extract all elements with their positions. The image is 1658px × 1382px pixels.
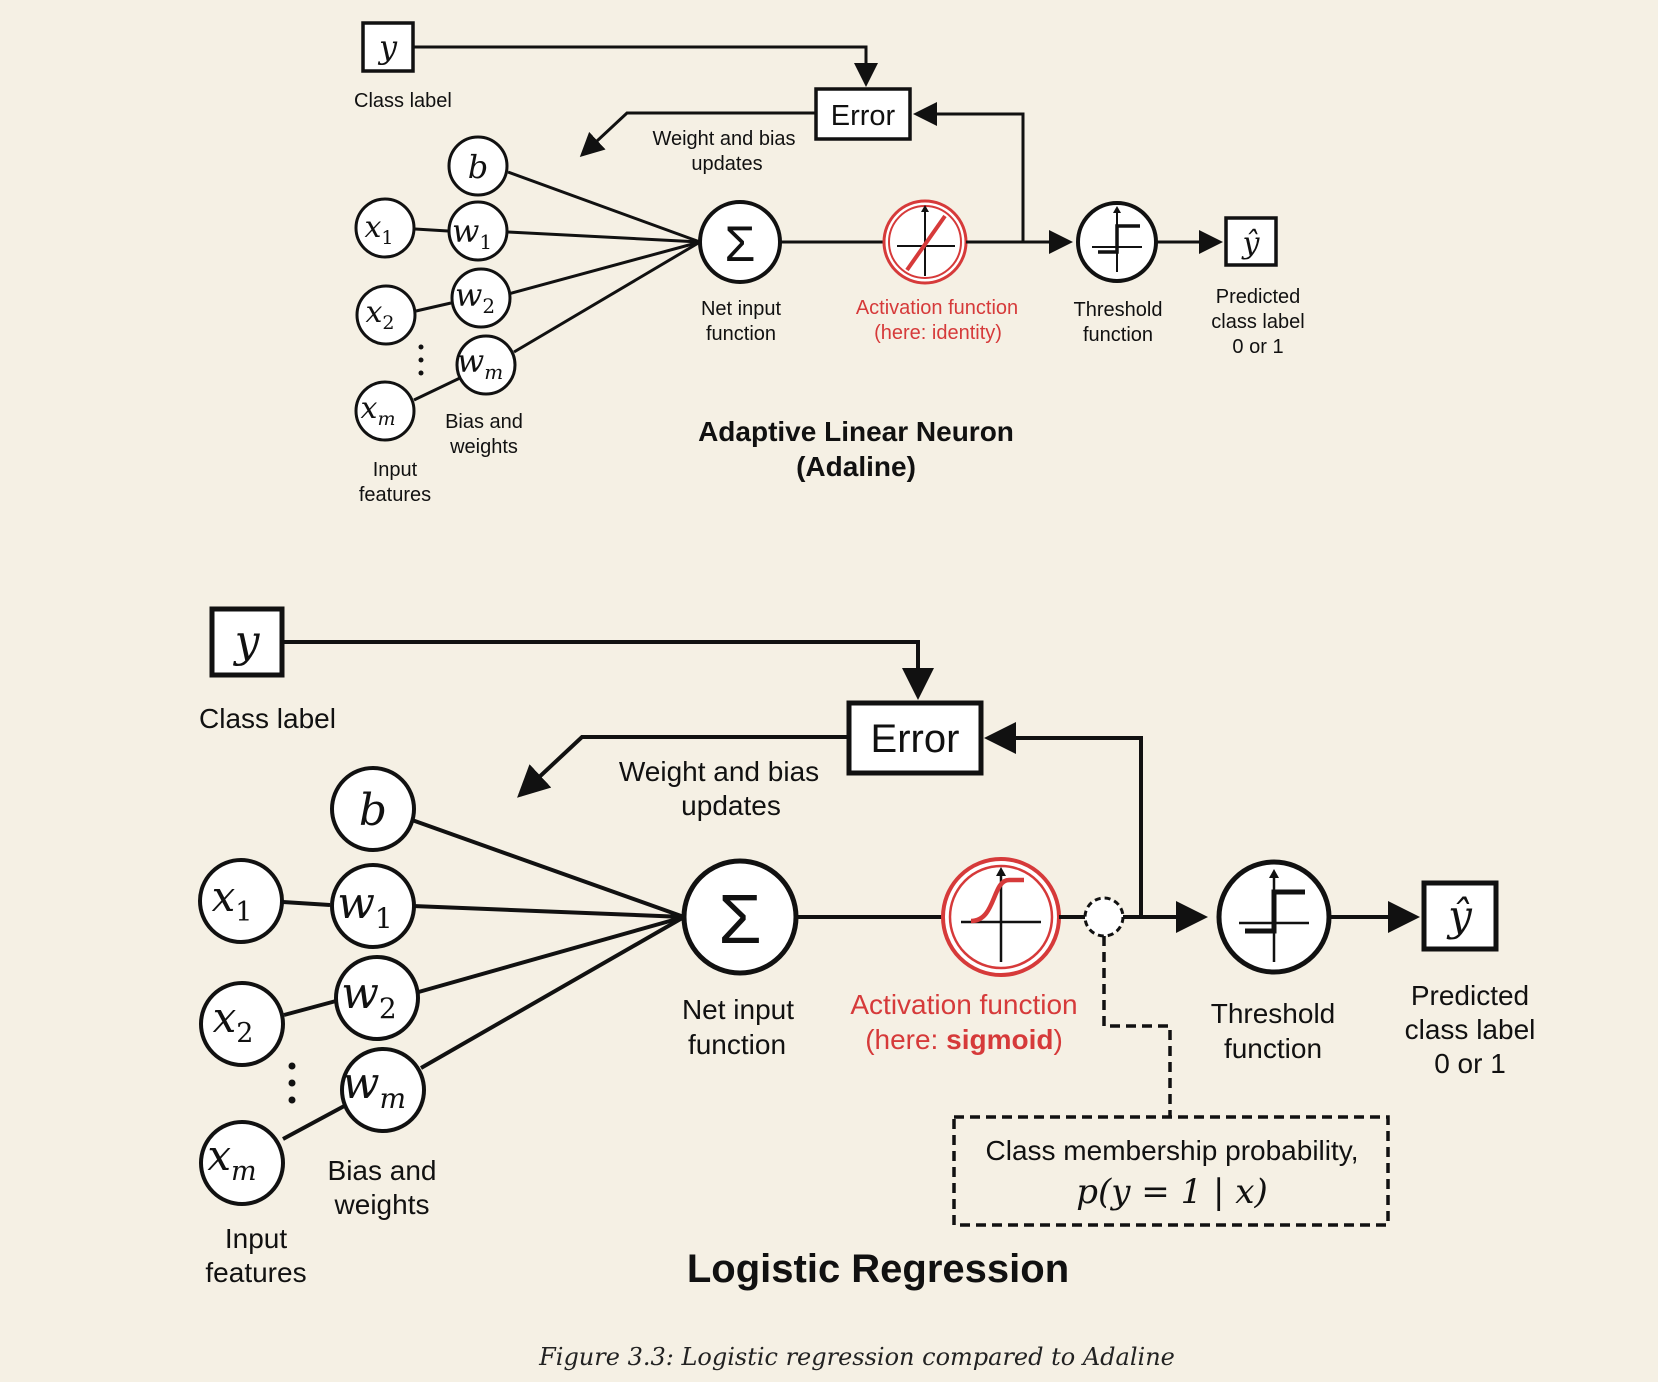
adaline-predicted-line3: 0 or 1 (1232, 336, 1283, 358)
adaline-title-line2: (Adaline) (796, 451, 916, 482)
adaline-net-input-line2: function (706, 323, 776, 345)
logistic-predicted-line1: Predicted (1411, 980, 1529, 1011)
logistic-diagram: y Class label Error Weight and bias upda… (198, 606, 1536, 1291)
adaline-xm-symbol: xm (361, 391, 396, 430)
logistic-updates-line1: Weight and bias (619, 756, 819, 787)
adaline-net-input-line1: Net input (701, 298, 781, 320)
logistic-net-input-line1: Net input (682, 994, 794, 1025)
adaline-x2-node (355, 284, 417, 346)
adaline-output-symbol: ŷ (1241, 226, 1261, 261)
adaline-input-line2: features (359, 484, 431, 506)
logistic-wm-node (340, 1047, 426, 1133)
adaline-weight-lines (413, 170, 701, 402)
adaline-bias-weights-line1: Bias and (445, 411, 523, 433)
adaline-feedback-arrow (913, 102, 1025, 242)
adaline-xm-node (354, 380, 416, 442)
adaline-w1-symbol: w1 (452, 212, 492, 254)
adaline-activation-line1: Activation function (856, 297, 1018, 319)
logistic-bias-symbol: b (359, 785, 387, 836)
logistic-x2-symbol: x2 (213, 993, 254, 1049)
logistic-class-label-symbol: y (233, 616, 261, 667)
adaline-title-line1: Adaptive Linear Neuron (698, 416, 1014, 447)
logistic-threshold-line1: Threshold (1211, 998, 1336, 1029)
adaline-input-line1: Input (373, 459, 418, 481)
adaline-bias-node (447, 135, 509, 197)
adaline-error-label: Error (831, 100, 896, 132)
adaline-class-label: Class label (354, 90, 452, 112)
adaline-predicted-line1: Predicted (1216, 286, 1301, 308)
logistic-probability-box (952, 1115, 1390, 1227)
logistic-output-box (1421, 880, 1499, 952)
logistic-error-box (846, 700, 984, 776)
logistic-w1-node (330, 863, 416, 949)
logistic-w2-node (334, 955, 420, 1041)
logistic-bias-weights-line2: weights (334, 1189, 430, 1220)
logistic-label-to-error-arrow (282, 640, 934, 700)
adaline-activation-line2: (here: identity) (874, 322, 1002, 344)
adaline-threshold-line1: Threshold (1074, 299, 1163, 321)
adaline-threshold-icon (1076, 201, 1158, 283)
logistic-updates-line2: updates (681, 790, 781, 821)
logistic-probability-formula: p(y = 1 | x) (1076, 1172, 1267, 1212)
logistic-xm-symbol: xm (207, 1131, 256, 1187)
logistic-probability-line1: Class membership probability, (986, 1135, 1359, 1166)
adaline-class-label-symbol: y (377, 28, 398, 66)
logistic-xm-node (199, 1120, 285, 1206)
adaline-wm-node (455, 334, 517, 396)
logistic-sum-symbol: Σ (718, 880, 761, 958)
logistic-input-line1: Input (225, 1223, 287, 1254)
adaline-activation-identity-icon (882, 199, 968, 285)
logistic-bias-node (330, 766, 416, 852)
adaline-updates-line2: updates (691, 153, 762, 175)
adaline-wm-symbol: wm (457, 342, 503, 384)
adaline-class-label-box (361, 21, 415, 73)
logistic-predicted-line3: 0 or 1 (1434, 1048, 1506, 1079)
logistic-update-arrow (517, 735, 849, 798)
adaline-diagram: y Class label Error Weight and bias upda… (354, 21, 1305, 506)
logistic-title: Logistic Regression (687, 1247, 1069, 1291)
logistic-w1-symbol: w1 (337, 878, 393, 935)
logistic-x1-node (198, 858, 284, 944)
logistic-feedback-arrow (984, 722, 1143, 917)
logistic-ellipsis-icon (288, 1062, 296, 1104)
adaline-output-box (1224, 216, 1278, 267)
adaline-w1-node (447, 200, 509, 262)
adaline-bias-weights-line2: weights (449, 436, 518, 458)
logistic-wm-symbol: wm (342, 1058, 406, 1115)
logistic-bias-weights-line1: Bias and (328, 1155, 437, 1186)
logistic-output-symbol: ŷ (1446, 891, 1473, 940)
adaline-update-arrow (579, 111, 816, 158)
logistic-activation-line2: (here: sigmoid) (865, 1024, 1063, 1055)
logistic-weight-lines (282, 818, 685, 1141)
logistic-threshold-line2: function (1224, 1033, 1322, 1064)
adaline-threshold-line2: function (1083, 324, 1153, 346)
adaline-sum-symbol: Σ (725, 216, 756, 272)
adaline-x2-symbol: x2 (365, 295, 394, 334)
adaline-predicted-line2: class label (1211, 311, 1304, 333)
logistic-probability-node (1083, 896, 1125, 938)
figure-caption: Figure 3.3: Logistic regression compared… (538, 1343, 1175, 1371)
logistic-net-input-line2: function (688, 1029, 786, 1060)
adaline-x1-node (354, 197, 416, 259)
adaline-error-box (814, 87, 912, 141)
logistic-input-line2: features (205, 1257, 306, 1288)
adaline-updates-line1: Weight and bias (652, 128, 795, 150)
logistic-predicted-line2: class label (1405, 1014, 1536, 1045)
logistic-activation-line1: Activation function (850, 989, 1077, 1020)
adaline-bias-symbol: b (468, 148, 488, 186)
logistic-activation-sigmoid-icon (941, 857, 1061, 977)
logistic-probability-connector (1102, 936, 1172, 1116)
logistic-error-label: Error (871, 717, 960, 761)
logistic-x1-symbol: x1 (212, 872, 253, 928)
adaline-x1-symbol: x1 (364, 210, 393, 249)
logistic-class-label: Class label (199, 703, 336, 734)
adaline-label-to-error-arrow (413, 45, 878, 87)
logistic-w2-symbol: w2 (341, 968, 397, 1025)
adaline-w2-symbol: w2 (455, 276, 495, 318)
logistic-x2-node (199, 981, 285, 1067)
adaline-ellipsis-icon (418, 344, 424, 376)
adaline-w2-node (450, 267, 512, 329)
logistic-threshold-icon (1216, 859, 1332, 975)
